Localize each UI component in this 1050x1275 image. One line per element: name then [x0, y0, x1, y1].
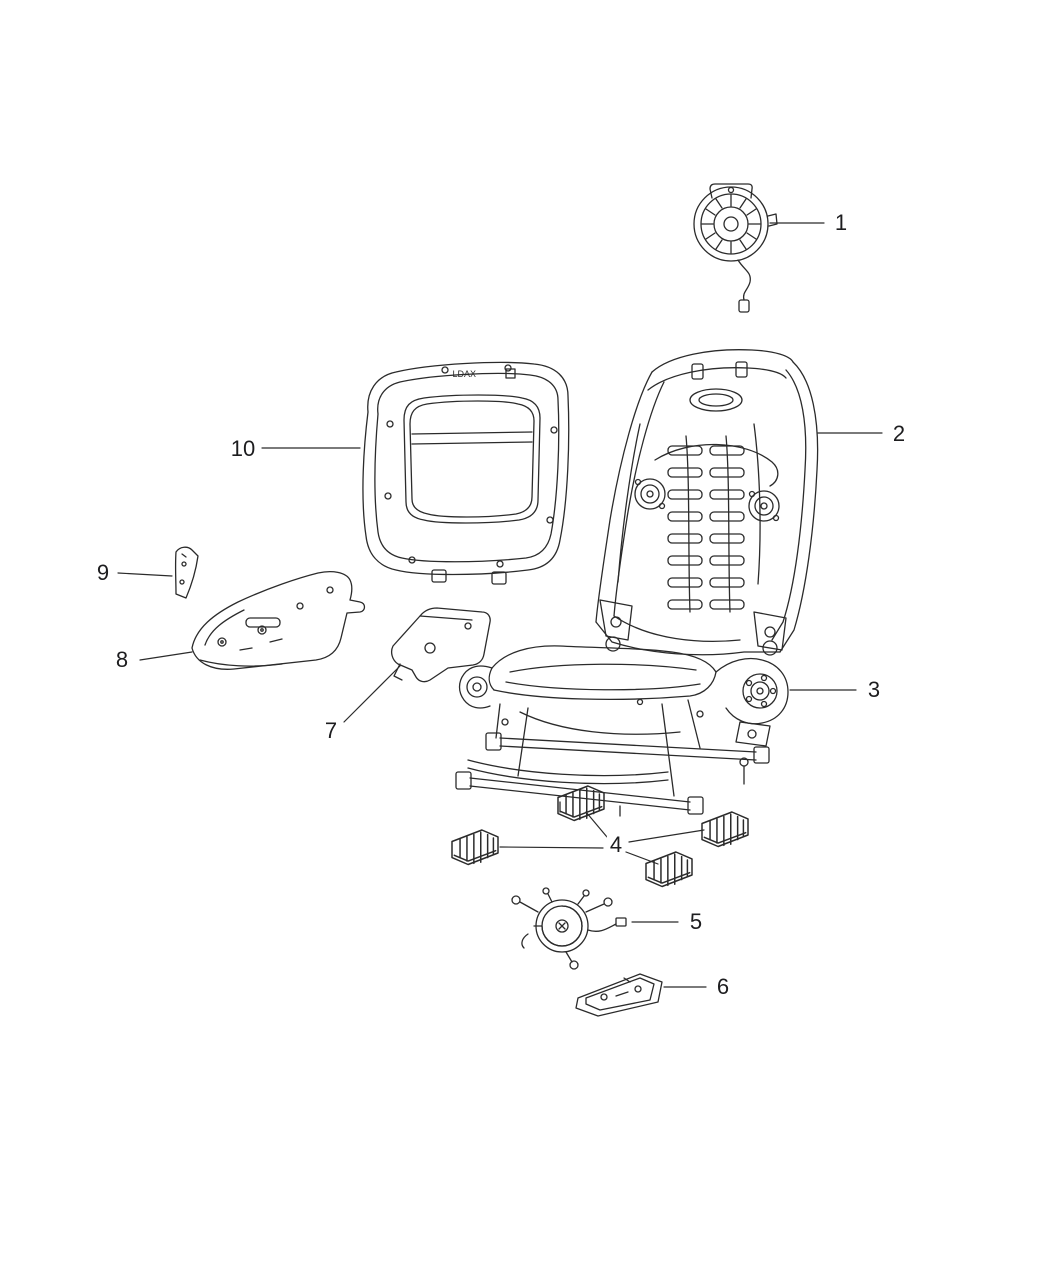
callout-6: 6 — [713, 975, 733, 999]
leader-line-9 — [117, 572, 173, 577]
callout-2: 2 — [889, 422, 909, 446]
leader-line-4c — [499, 846, 604, 849]
side-shield-drawing — [191, 571, 366, 670]
leader-line-8 — [139, 651, 193, 661]
track-cover-drawing-2 — [701, 811, 749, 848]
leader-lines — [117, 222, 883, 988]
seatback-panel-drawing: LDAX — [362, 361, 570, 585]
callout-5: 5 — [686, 910, 706, 934]
callout-8: 8 — [112, 648, 132, 672]
callout-7: 7 — [321, 719, 341, 743]
track-cover-drawing-1 — [557, 785, 605, 822]
track-cover-drawing-3 — [451, 829, 499, 866]
cushion-frame-drawing — [455, 645, 789, 817]
panel-marking-text: LDAX — [452, 369, 476, 379]
leader-line-4a — [585, 811, 608, 838]
seatback-frame-drawing — [595, 349, 819, 656]
callout-10: 10 — [227, 437, 259, 461]
leader-line-4d — [625, 851, 659, 865]
callout-9: 9 — [93, 561, 113, 585]
callout-1: 1 — [831, 211, 851, 235]
fan-motor-drawing — [693, 183, 778, 313]
leader-line-7 — [343, 665, 401, 723]
module-plate-drawing — [575, 973, 663, 1017]
leader-line-4b — [628, 829, 705, 843]
callout-3: 3 — [864, 678, 884, 702]
cushion-blower-drawing — [511, 887, 627, 970]
track-cover-drawing-4 — [645, 851, 693, 888]
callout-4: 4 — [606, 833, 626, 857]
small-bracket-drawing — [174, 546, 199, 599]
shield-bracket-drawing — [391, 607, 491, 683]
